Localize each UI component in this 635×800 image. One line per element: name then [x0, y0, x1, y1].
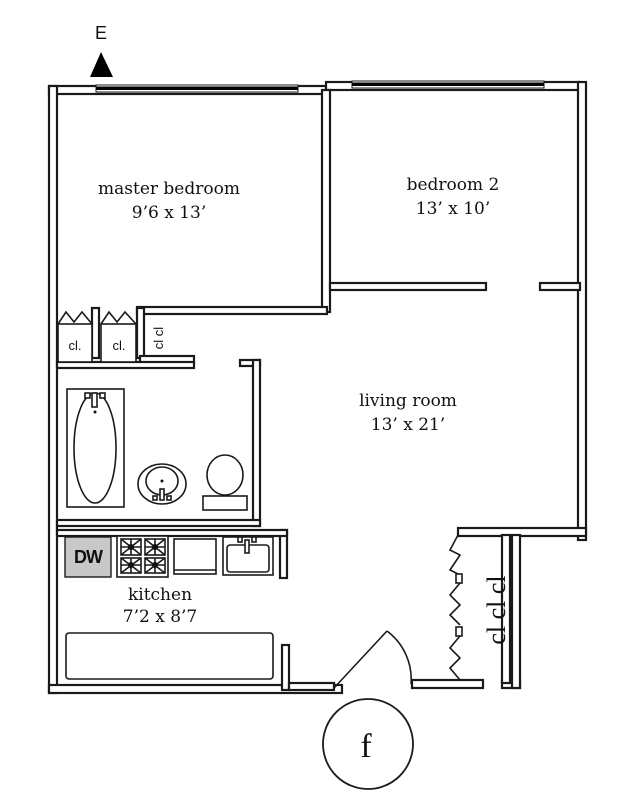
dishwasher-label: DW — [74, 547, 103, 567]
closet-label: cl. — [69, 338, 82, 353]
kitchen: DW kitchen 7’2 x 8’7 — [64, 535, 274, 680]
closet-left — [57, 323, 93, 363]
floor-marker-circle — [322, 698, 414, 790]
kitchen-counter — [65, 632, 274, 680]
compass: E — [90, 23, 113, 77]
master-closets: cl. cl. cl cl — [57, 310, 166, 363]
sink-faucet-icon — [244, 539, 250, 554]
entry-door — [287, 630, 412, 692]
bathroom — [66, 388, 248, 511]
closet-label-rotated: cl cl — [151, 327, 166, 350]
closet-door-icon — [57, 310, 93, 325]
window-bedroom-2 — [352, 82, 544, 86]
entry-closet-label: cl cl cl — [482, 575, 511, 644]
north-arrow-icon — [90, 52, 113, 77]
interior-walls — [55, 88, 582, 692]
closet-door-icon — [100, 310, 137, 325]
master-bedroom-name: master bedroom — [98, 179, 240, 199]
floor-marker: f — [322, 698, 414, 790]
floor-marker-label: f — [360, 728, 372, 765]
compass-direction-label: E — [95, 23, 107, 43]
kitchen-size: 7’2 x 8’7 — [123, 607, 197, 627]
door-leaf — [333, 630, 388, 689]
window-master-bedroom — [96, 86, 298, 90]
master-bedroom-size: 9’6 x 13’ — [132, 203, 206, 223]
living-room-name: living room — [359, 391, 457, 411]
bedroom-2-size: 13’ x 10’ — [416, 199, 490, 219]
room-labels: master bedroom 9’6 x 13’ bedroom 2 13’ x… — [98, 175, 499, 435]
toilet-tank — [202, 495, 248, 511]
entry-closets: cl cl cl — [448, 533, 512, 685]
closet-label: cl. — [113, 338, 126, 353]
bedroom-2-name: bedroom 2 — [407, 175, 500, 195]
windows — [95, 80, 545, 93]
kitchen-name: kitchen — [128, 585, 192, 605]
tub-faucet-icon — [91, 392, 98, 408]
bathtub-basin — [73, 392, 117, 504]
living-room-size: 13’ x 21’ — [371, 415, 445, 435]
closet-mid — [100, 323, 137, 363]
dishwasher — [64, 536, 112, 578]
door-swing-arc — [386, 630, 412, 685]
refrigerator — [173, 538, 217, 575]
toilet-icon — [206, 454, 244, 496]
